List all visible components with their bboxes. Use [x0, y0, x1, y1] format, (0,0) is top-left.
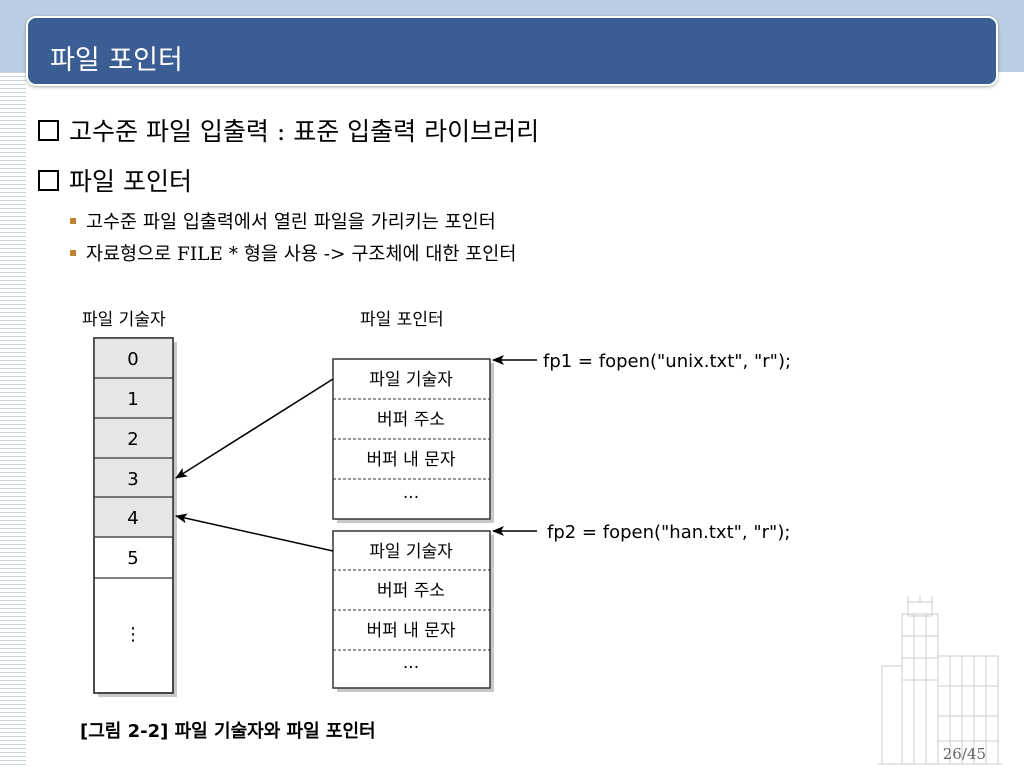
fd-cell-3: 3 — [127, 469, 138, 490]
bullet-text: 고수준 파일 입출력 : 표준 입출력 라이브러리 — [69, 117, 540, 146]
struct2-field-buffer-addr: 버퍼 주소 — [377, 581, 445, 601]
fd-cell-0: 0 — [127, 349, 138, 370]
fd-table-dividers — [94, 377, 173, 579]
struct1-field-fd: 파일 기술자 — [369, 370, 453, 390]
slide-title: 파일 포인터 — [50, 45, 183, 76]
fd-cell-2: 2 — [127, 429, 138, 450]
fd-cell-1: 1 — [127, 389, 138, 410]
code-fp1: fp1 = fopen("unix.txt", "r"); — [543, 351, 791, 372]
small-square-bullet-icon — [70, 218, 76, 224]
sub-bullet-item: 고수준 파일 입출력에서 열린 파일을 가리키는 포인터 — [70, 208, 496, 234]
slide-number: 26/45 — [942, 745, 986, 763]
struct2-field-fd: 파일 기술자 — [369, 542, 453, 562]
fd-cell-more: ⋮ — [124, 624, 142, 645]
bullet-item: 파일 포인터 — [38, 162, 192, 198]
fd-table-title: 파일 기술자 — [82, 310, 166, 330]
arrow-struct2-to-fd4 — [175, 513, 334, 552]
figure-caption: [그림 2-2] 파일 기술자와 파일 포인터 — [80, 721, 376, 742]
sub-bullet-text: 자료형으로 FILE * 형을 사용 -> 구조체에 대한 포인터 — [86, 244, 517, 265]
building-watermark-icon — [878, 596, 1002, 765]
struct1-field-buffer-addr: 버퍼 주소 — [377, 410, 445, 430]
struct2-field-buffer-chars: 버퍼 내 문자 — [366, 621, 455, 641]
title-bar: 파일 포인터 — [26, 16, 998, 86]
square-bullet-icon — [38, 120, 59, 141]
square-bullet-icon — [38, 170, 59, 191]
sub-bullet-item: 자료형으로 FILE * 형을 사용 -> 구조체에 대한 포인터 — [70, 240, 516, 266]
fp-title: 파일 포인터 — [360, 310, 444, 330]
struct1-field-buffer-chars: 버퍼 내 문자 — [366, 450, 455, 470]
fd-cell-5: 5 — [127, 548, 138, 569]
struct1-field-more: ... — [403, 483, 419, 503]
struct2-field-more: ... — [403, 653, 419, 673]
arrow-struct1-to-fd3 — [175, 378, 334, 479]
sub-bullet-text: 고수준 파일 입출력에서 열린 파일을 가리키는 포인터 — [86, 212, 496, 233]
fd-cell-4: 4 — [127, 508, 138, 529]
fd-table-fill — [94, 338, 173, 538]
small-square-bullet-icon — [70, 250, 76, 256]
code-fp2: fp2 = fopen("han.txt", "r"); — [547, 522, 790, 543]
bullet-item: 고수준 파일 입출력 : 표준 입출력 라이브러리 — [38, 112, 539, 148]
left-stripes — [0, 72, 26, 768]
bullet-text: 파일 포인터 — [69, 167, 192, 196]
